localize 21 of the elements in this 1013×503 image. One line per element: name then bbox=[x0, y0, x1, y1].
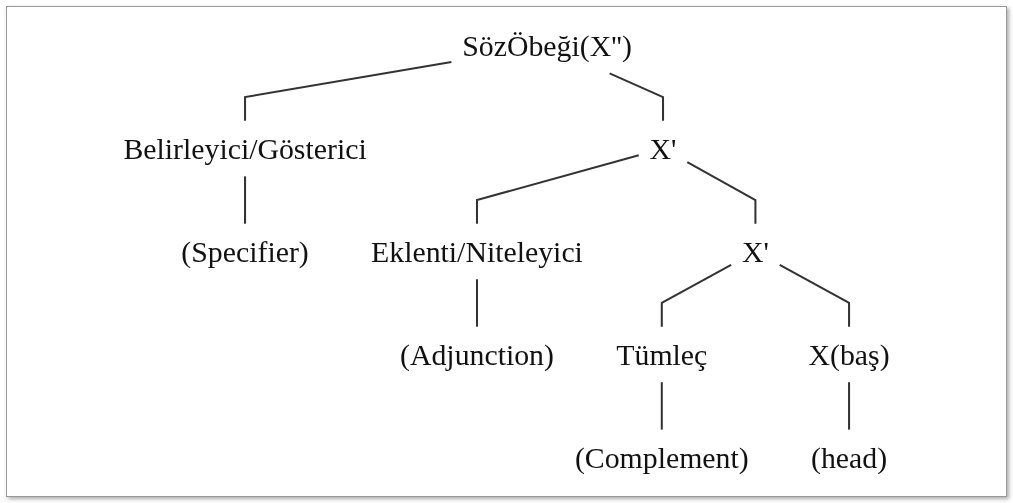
node-text: (Complement) bbox=[574, 440, 749, 475]
node-text: (Specifier) bbox=[181, 234, 309, 269]
connector bbox=[686, 161, 757, 224]
connector bbox=[244, 176, 247, 224]
node-text: X(baş) bbox=[808, 337, 890, 372]
node-text: Eklenti/Niteleyici bbox=[371, 234, 583, 269]
connector bbox=[475, 154, 639, 224]
connector bbox=[244, 60, 452, 121]
connector bbox=[660, 263, 732, 327]
node-text: X' bbox=[649, 131, 677, 166]
connector bbox=[660, 382, 663, 430]
node-text: Tümleç bbox=[616, 337, 708, 372]
node-text: (head) bbox=[811, 440, 888, 475]
node-text: Belirleyici/Gösterici bbox=[123, 131, 367, 166]
connector bbox=[475, 279, 478, 327]
node-text: X' bbox=[741, 234, 769, 269]
connector bbox=[609, 72, 665, 121]
connector bbox=[779, 263, 851, 327]
connector bbox=[848, 382, 851, 430]
node-text: (Adjunction) bbox=[400, 337, 554, 372]
node-text: SözÖbeği(X'') bbox=[462, 28, 632, 63]
